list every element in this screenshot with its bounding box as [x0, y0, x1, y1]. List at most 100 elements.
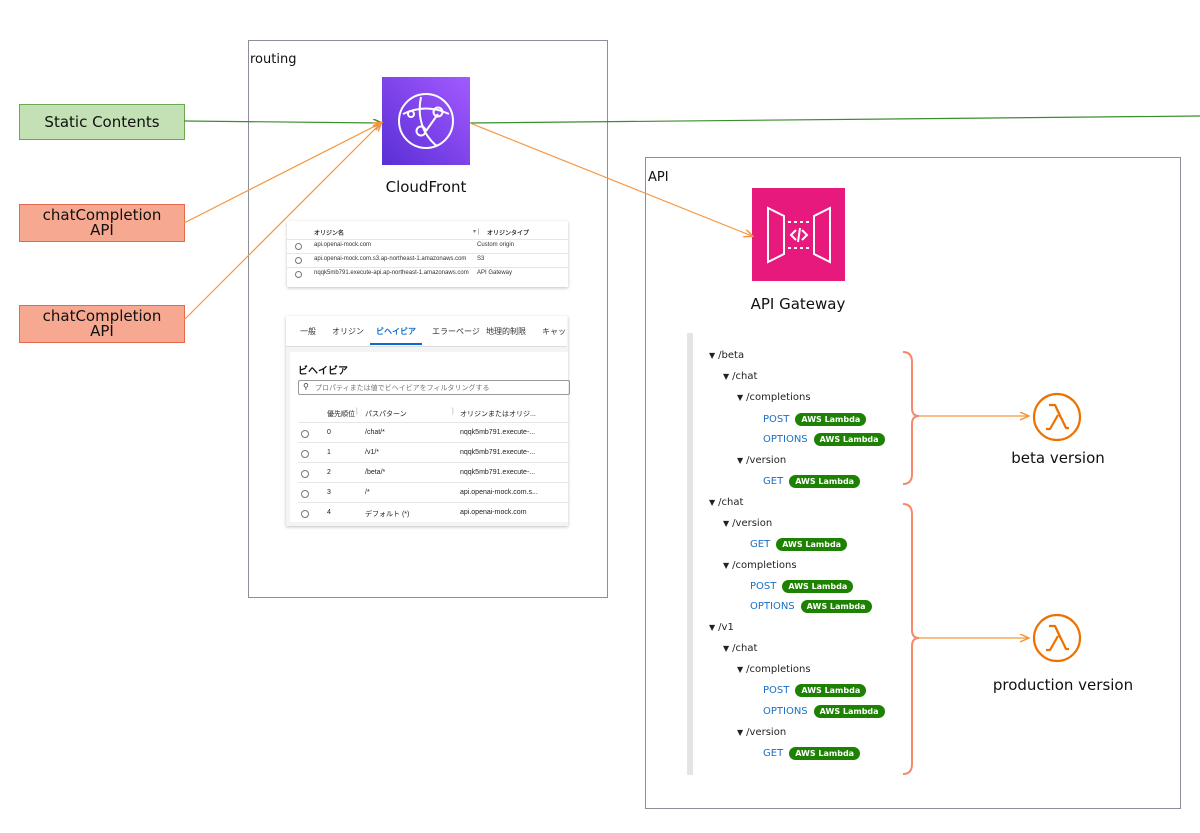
radio-icon[interactable]	[301, 450, 309, 458]
routing-frame-label: routing	[250, 52, 297, 67]
behavior-priority: 0	[327, 429, 331, 436]
tree-scrollbar[interactable]	[687, 333, 693, 775]
caret-down-icon[interactable]: ▼	[737, 393, 744, 402]
tree-node-v1-version[interactable]: ▼/version	[737, 727, 786, 738]
behavior-origin: api.openai-mock.com	[460, 509, 527, 516]
caret-down-icon[interactable]: ▼	[737, 728, 744, 737]
behavior-row[interactable]: 3 /* api.openai-mock.com.s...	[298, 482, 570, 503]
radio-icon[interactable]	[301, 510, 309, 518]
behaviors-header-origin: オリジンまたはオリジ...	[460, 411, 536, 418]
behavior-path: /v1/*	[365, 449, 380, 456]
caret-down-icon[interactable]: ▼	[723, 644, 730, 653]
caret-down-icon[interactable]: ▼	[723, 561, 730, 570]
lambda-badge: AWS Lambda	[789, 475, 861, 488]
tree-node-label: /version	[746, 727, 787, 738]
tree-node-label: /version	[732, 518, 773, 529]
origin-name: api.openai-mock.com.s3.ap-northeast-1.am…	[314, 256, 467, 262]
tree-node-beta-version[interactable]: ▼/version	[737, 455, 786, 466]
tree-node-v1-chat[interactable]: ▼/chat	[723, 643, 757, 654]
tree-method-beta-get[interactable]: GET AWS Lambda	[763, 475, 861, 488]
behavior-row[interactable]: 4 デフォルト (*) api.openai-mock.com	[298, 502, 570, 523]
tree-node-v1-completions[interactable]: ▼/completions	[737, 664, 811, 675]
tree-node-chat-version[interactable]: ▼/version	[723, 518, 772, 529]
tab-general[interactable]: 一般	[300, 327, 316, 336]
caret-down-icon[interactable]: ▼	[723, 519, 730, 528]
method-label: GET	[763, 748, 784, 759]
tree-node-chat-completions[interactable]: ▼/completions	[723, 560, 797, 571]
origin-row[interactable]: api.openai-mock.com.s3.ap-northeast-1.am…	[287, 253, 568, 267]
behavior-path: デフォルト (*)	[365, 511, 410, 518]
origins-header-name: オリジン名	[314, 231, 345, 237]
behavior-row[interactable]: 2 /beta/* nqqk5mb791.execute-...	[298, 462, 570, 483]
lambda-icon	[1032, 392, 1082, 442]
cloudfront-tile	[382, 77, 470, 165]
beta-version-label: beta version	[1011, 449, 1105, 467]
tree-node-beta-chat[interactable]: ▼/chat	[723, 371, 757, 382]
behaviors-header-divider: |	[452, 408, 454, 415]
behavior-priority: 3	[327, 489, 331, 496]
caret-down-icon[interactable]: ▼	[709, 498, 716, 507]
tree-node-beta-completions[interactable]: ▼/completions	[737, 392, 811, 403]
tree-method-v1-get[interactable]: GET AWS Lambda	[763, 747, 861, 760]
behavior-path: /chat/*	[365, 429, 385, 436]
origins-header-sort-icon: ▾ |	[473, 229, 480, 235]
method-label: GET	[763, 476, 784, 487]
behavior-priority: 1	[327, 449, 331, 456]
origin-row[interactable]: nqqk5mb791.execute-api.ap-northeast-1.am…	[287, 267, 568, 281]
caret-down-icon[interactable]: ▼	[737, 665, 744, 674]
radio-icon[interactable]	[301, 430, 309, 438]
tree-node-v1[interactable]: ▼/v1	[709, 622, 734, 633]
behaviors-header-divider: |	[356, 408, 358, 415]
origin-name: nqqk5mb791.execute-api.ap-northeast-1.am…	[314, 270, 469, 276]
radio-icon[interactable]	[295, 257, 302, 264]
radio-icon[interactable]	[295, 243, 302, 250]
tree-node-beta[interactable]: ▼/beta	[709, 350, 744, 361]
caret-down-icon[interactable]: ▼	[723, 372, 730, 381]
behaviors-title: ビヘイビア	[298, 366, 348, 377]
origin-row[interactable]: api.openai-mock.com Custom origin	[287, 239, 568, 253]
static-contents-box: Static Contents	[19, 104, 185, 140]
behaviors-search-input[interactable]: ⚲ プロパティまたは値でビヘイビアをフィルタリングする	[298, 380, 570, 395]
radio-icon[interactable]	[301, 490, 309, 498]
search-icon: ⚲	[303, 382, 309, 391]
tree-node-label: /version	[746, 455, 787, 466]
behaviors-card: ビヘイビア ⚲ プロパティまたは値でビヘイビアをフィルタリングする 優先順位 |…	[290, 352, 570, 523]
origin-name: api.openai-mock.com	[314, 242, 372, 248]
origin-type: Custom origin	[477, 242, 515, 248]
tab-cache[interactable]: キャッ	[542, 327, 566, 336]
caret-down-icon[interactable]: ▼	[709, 351, 716, 360]
api-gateway-label: API Gateway	[750, 295, 846, 313]
lambda-badge: AWS Lambda	[813, 433, 885, 446]
caret-down-icon[interactable]: ▼	[737, 456, 744, 465]
lambda-badge: AWS Lambda	[800, 600, 872, 613]
behavior-priority: 4	[327, 509, 331, 516]
caret-down-icon[interactable]: ▼	[709, 623, 716, 632]
tree-node-label: /completions	[746, 392, 811, 403]
tab-origins[interactable]: オリジン	[332, 327, 364, 336]
behaviors-header-priority: 優先順位	[327, 411, 355, 418]
lambda-badge: AWS Lambda	[776, 538, 848, 551]
tree-method-chat-options[interactable]: OPTIONS AWS Lambda	[750, 600, 872, 613]
cloudfront-icon	[398, 93, 454, 149]
lambda-badge: AWS Lambda	[789, 747, 861, 760]
behavior-path: /beta/*	[365, 469, 386, 476]
behavior-path: /*	[365, 489, 370, 496]
lambda-badge: AWS Lambda	[795, 413, 867, 426]
behavior-row[interactable]: 1 /v1/* nqqk5mb791.execute-...	[298, 442, 570, 463]
behaviors-header-path: パスパターン	[365, 411, 407, 418]
radio-icon[interactable]	[301, 470, 309, 478]
tree-node-chat[interactable]: ▼/chat	[709, 497, 743, 508]
tab-behaviors[interactable]: ビヘイビア	[376, 327, 416, 336]
tab-geo-restrictions[interactable]: 地理的制限	[486, 327, 526, 336]
method-label: OPTIONS	[750, 601, 795, 612]
behavior-row[interactable]: 0 /chat/* nqqk5mb791.execute-...	[298, 422, 570, 443]
radio-icon[interactable]	[295, 271, 302, 278]
tree-node-label: /completions	[746, 664, 811, 675]
tab-error-pages[interactable]: エラーページ	[432, 327, 480, 336]
